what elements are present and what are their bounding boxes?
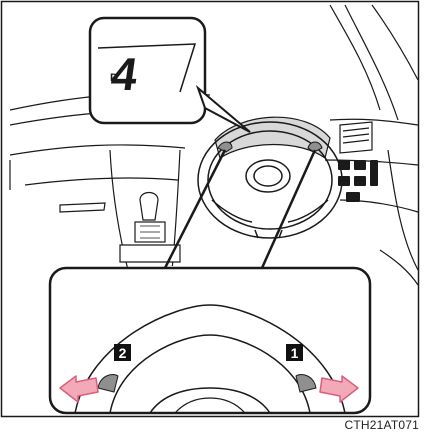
figure-code: CTH21AT071 <box>345 418 419 432</box>
air-vent <box>340 122 372 153</box>
callout-label-1: 1 <box>291 345 299 361</box>
paddle-inset <box>50 150 370 413</box>
callout-label-2: 2 <box>119 345 127 361</box>
dashboard-background <box>10 5 418 285</box>
switch-panel <box>338 160 378 202</box>
shift-lever <box>120 193 180 263</box>
